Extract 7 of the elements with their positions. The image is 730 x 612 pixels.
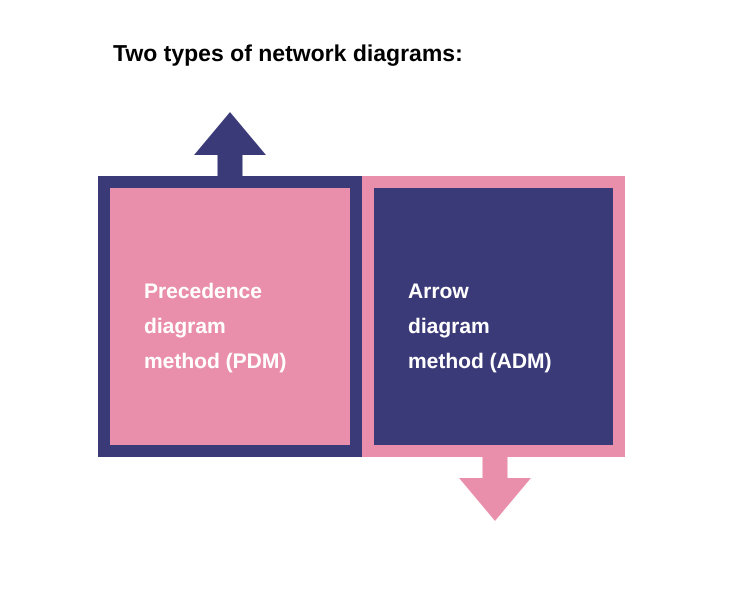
method-box: [98, 176, 362, 457]
method-box: [362, 176, 625, 457]
title: Two types of network diagrams:: [113, 40, 463, 67]
arrow: [459, 457, 531, 521]
method-label: Arrow diagram method (ADM): [408, 279, 552, 375]
method-label: Precedence diagram method (PDM): [144, 279, 288, 375]
arrow: [194, 112, 266, 176]
